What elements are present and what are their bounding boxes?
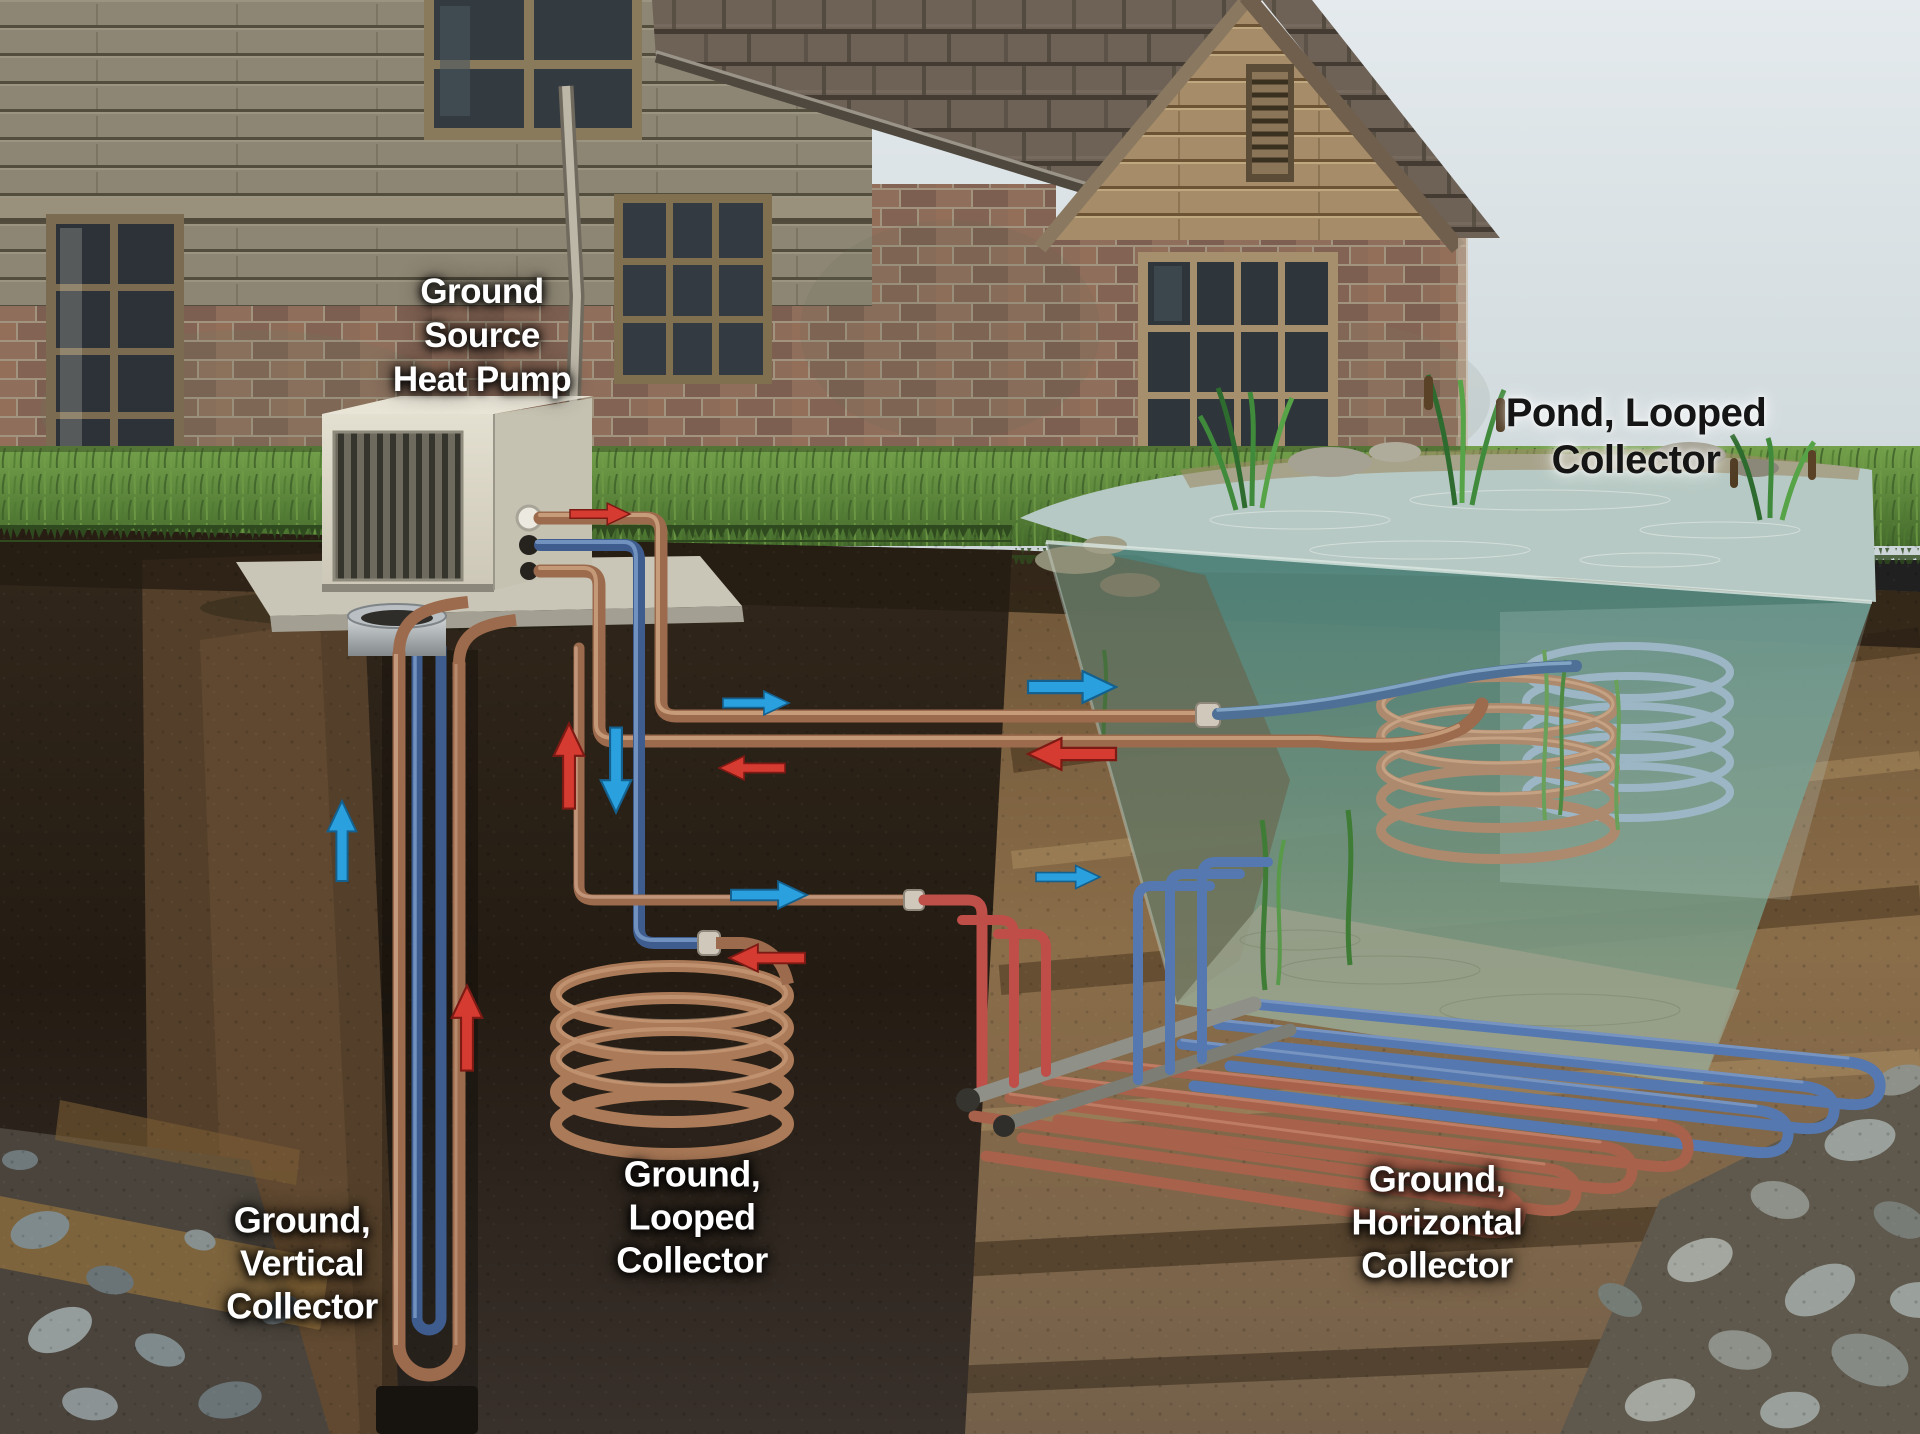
horizontal-collector-field <box>956 857 1886 1239</box>
manifold-end-cap <box>993 1115 1015 1137</box>
water-ripples <box>1209 489 1801 568</box>
pond <box>1020 374 1876 1086</box>
gable-window <box>1130 252 1346 480</box>
attic-window <box>424 0 642 140</box>
pipe-copper-lower-run <box>533 564 1489 751</box>
pipe-network <box>533 511 1582 1096</box>
left-window <box>46 214 184 480</box>
ground-loop-coil <box>550 937 794 1160</box>
label-ground-looped-collector: Ground, Looped Collector <box>616 1153 768 1281</box>
reeds <box>1197 374 1817 521</box>
pipe-blue-pond-lead <box>1212 660 1582 720</box>
borehole-bottom-sleeve <box>376 1386 478 1434</box>
waterline-edge <box>1045 540 1873 604</box>
manifold-end-cap <box>956 1088 980 1112</box>
unit-louver-vent <box>332 430 464 582</box>
brick-wall-middle <box>872 184 1056 482</box>
pipe-copper-upper-run <box>533 511 1211 723</box>
house <box>0 0 1500 490</box>
underwater-bank <box>1046 542 1290 1004</box>
pipe-port-ground <box>520 562 538 580</box>
label-ground-vertical-collector: Ground, Vertical Collector <box>226 1199 378 1327</box>
gable-roof-edge-right <box>1239 0 1465 254</box>
vertical-u-tube-copper <box>392 596 517 1382</box>
unit-top <box>322 396 594 414</box>
pipe-red-riser <box>918 894 988 1096</box>
roof-right-slope <box>1262 0 1500 238</box>
shingle-roof <box>652 0 1262 196</box>
label-ground-source-heat-pump: Ground Source Heat Pump <box>392 272 572 399</box>
label-ground-horizontal-collector: Ground, Horizontal Collector <box>1351 1158 1524 1286</box>
attic-louver-vent <box>1246 64 1294 182</box>
pipe-port-return <box>519 535 539 555</box>
vertical-u-tube-blue <box>411 646 447 1336</box>
center-window <box>614 194 772 384</box>
corner-quoins <box>1458 238 1468 470</box>
label-pond-looped-collector: Pond, Looped Collector <box>1505 391 1767 482</box>
aquatic-plants <box>1101 649 1621 991</box>
shore-rocks <box>1035 442 1779 597</box>
gutter <box>654 53 1108 201</box>
manifold-back <box>999 1023 1297 1131</box>
gable-roof-edge-left <box>1034 0 1256 253</box>
cattail-heads <box>1424 376 1816 488</box>
pond-coil-copper <box>1376 672 1620 864</box>
unit-right-face <box>494 398 592 590</box>
